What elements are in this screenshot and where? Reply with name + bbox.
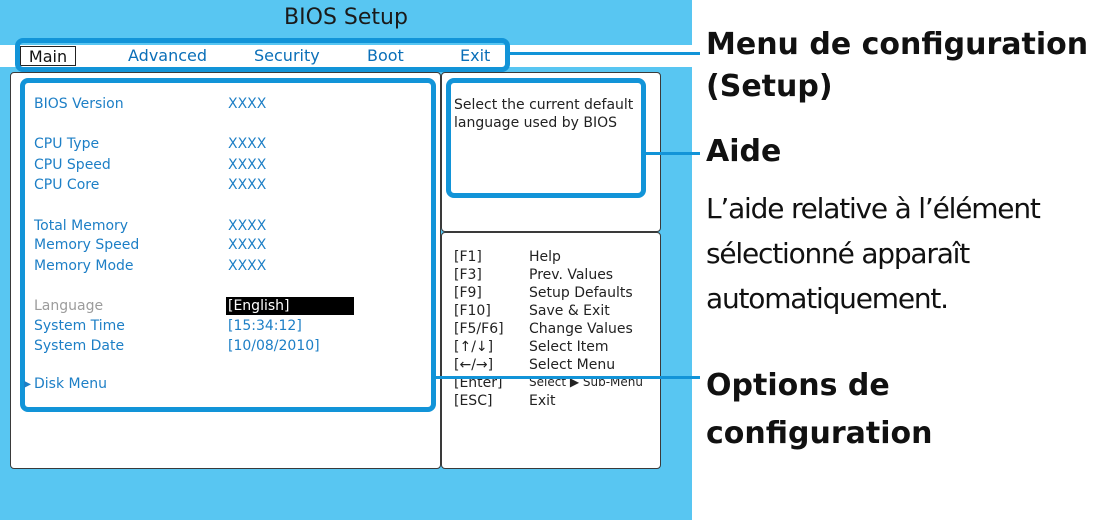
key-f3: [F3] [454, 267, 482, 283]
key-updown: [↑/↓] [454, 339, 494, 355]
item-cpu-core-label: CPU Core [34, 177, 100, 193]
item-memory-speed-label: Memory Speed [34, 237, 140, 253]
help-leader-line [646, 152, 700, 155]
key-esc: [ESC] [454, 393, 493, 409]
item-total-memory-label: Total Memory [34, 218, 129, 234]
options-highlight-box [20, 78, 436, 412]
item-system-time-value[interactable]: [15:34:12] [228, 318, 302, 334]
item-cpu-speed-value: XXXX [228, 157, 267, 173]
item-memory-mode-label: Memory Mode [34, 258, 134, 274]
key-f9-desc: Setup Defaults [529, 285, 633, 301]
key-f9: [F9] [454, 285, 482, 301]
submenu-disk-menu[interactable]: Disk Menu [34, 376, 107, 392]
menu-leader-line [510, 52, 700, 55]
tab-main[interactable]: Main [20, 46, 76, 66]
item-system-date-label: System Date [34, 338, 125, 354]
tab-security[interactable]: Security [254, 46, 320, 65]
bios-title: BIOS Setup [284, 5, 408, 30]
key-enter: [Enter] [454, 375, 503, 391]
item-cpu-type-value: XXXX [228, 136, 267, 152]
key-leftright-desc: Select Menu [529, 357, 616, 373]
submenu-arrow-icon: ▸ [24, 376, 32, 392]
help-panel [441, 72, 661, 232]
item-cpu-type-label: CPU Type [34, 136, 100, 152]
keys-panel [441, 232, 661, 469]
help-highlight-box [446, 78, 646, 198]
menu-callout: Menu de configuration (Setup) [706, 27, 1089, 104]
item-bios-version-value: XXXX [228, 96, 267, 112]
item-memory-speed-value: XXXX [228, 237, 267, 253]
tab-advanced[interactable]: Advanced [128, 46, 208, 65]
key-f3-desc: Prev. Values [529, 267, 614, 283]
key-updown-desc: Select Item [529, 339, 609, 355]
item-system-time-label: System Time [34, 318, 125, 334]
options-leader-line [436, 376, 700, 379]
key-f5f6-desc: Change Values [529, 321, 633, 337]
key-f5f6: [F5/F6] [454, 321, 504, 337]
bios-screen: BIOS Setup Main Advanced Security Boot E… [0, 0, 692, 520]
item-system-date-value[interactable]: [10/08/2010] [228, 338, 320, 354]
help-callout-desc: L’aide relative à l’élément sélectionné … [706, 192, 1041, 315]
key-f10: [F10] [454, 303, 491, 319]
key-leftright: [←/→] [454, 357, 494, 373]
item-cpu-speed-label: CPU Speed [34, 157, 111, 173]
tab-boot[interactable]: Boot [367, 46, 404, 65]
menu-highlight-box [15, 38, 510, 72]
item-memory-mode-value: XXXX [228, 258, 267, 274]
item-bios-version-label: BIOS Version [34, 96, 124, 112]
help-text: Select the current default language used… [454, 97, 634, 131]
options-panel [10, 72, 441, 469]
key-f1-desc: Help [529, 249, 561, 265]
tab-exit[interactable]: Exit [460, 46, 491, 65]
item-cpu-core-value: XXXX [228, 177, 267, 193]
key-f1: [F1] [454, 249, 482, 265]
key-f10-desc: Save & Exit [529, 303, 610, 319]
item-total-memory-value: XXXX [228, 218, 267, 234]
options-callout: Options de configuration [706, 368, 933, 451]
key-esc-desc: Exit [529, 393, 556, 409]
menu-bar: Main Advanced Security Boot Exit [0, 45, 692, 67]
help-callout-title: Aide [706, 134, 782, 169]
item-language-value[interactable]: [English] [226, 297, 354, 315]
item-language-label: Language [34, 298, 104, 314]
